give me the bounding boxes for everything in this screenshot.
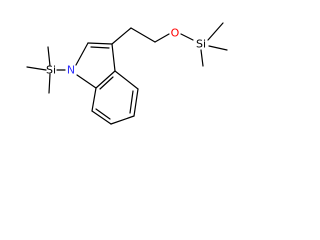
atom-n1: N xyxy=(67,64,75,77)
bond-o-si xyxy=(180,33,194,41)
bond-c4-c5 xyxy=(133,88,139,117)
bond-c3-ch2a xyxy=(111,27,132,45)
bonds xyxy=(26,22,228,125)
atom-o: O xyxy=(171,27,180,40)
bond-si2-methyl-top xyxy=(207,22,224,41)
bond-si2-methyl-bottom xyxy=(200,49,204,67)
bond-ch2a-ch2b xyxy=(130,27,156,43)
bond-c7-c7a xyxy=(91,87,97,112)
bond-si-methyl-left xyxy=(26,66,47,71)
bond-c4-c5-double xyxy=(129,90,134,114)
bond-c3a-c4 xyxy=(114,70,139,90)
bond-ch2b-o xyxy=(154,33,170,43)
atom-si-right: Si xyxy=(196,38,206,51)
bond-c7a-c3a-double xyxy=(99,76,114,90)
bond-c2-c3 xyxy=(87,42,113,45)
bond-c2-c3-double xyxy=(90,46,110,49)
bond-c7a-n1 xyxy=(76,74,97,89)
bond-c3-c3a xyxy=(111,43,116,72)
atom-labels: Si N O Si xyxy=(46,27,206,77)
bond-c3a-c7a xyxy=(95,70,116,89)
bond-c5-c6 xyxy=(110,115,135,125)
bond-c6-c7 xyxy=(91,110,112,125)
bond-si-methyl-top xyxy=(47,46,51,67)
atom-si-left: Si xyxy=(46,64,56,77)
bond-si2-methyl-right xyxy=(208,45,228,51)
bond-si-methyl-bottom xyxy=(48,73,51,94)
bond-n1-c2 xyxy=(75,42,89,66)
bond-c6-c7-double xyxy=(95,108,111,120)
molecule-structure: Si N O Si xyxy=(26,22,228,125)
